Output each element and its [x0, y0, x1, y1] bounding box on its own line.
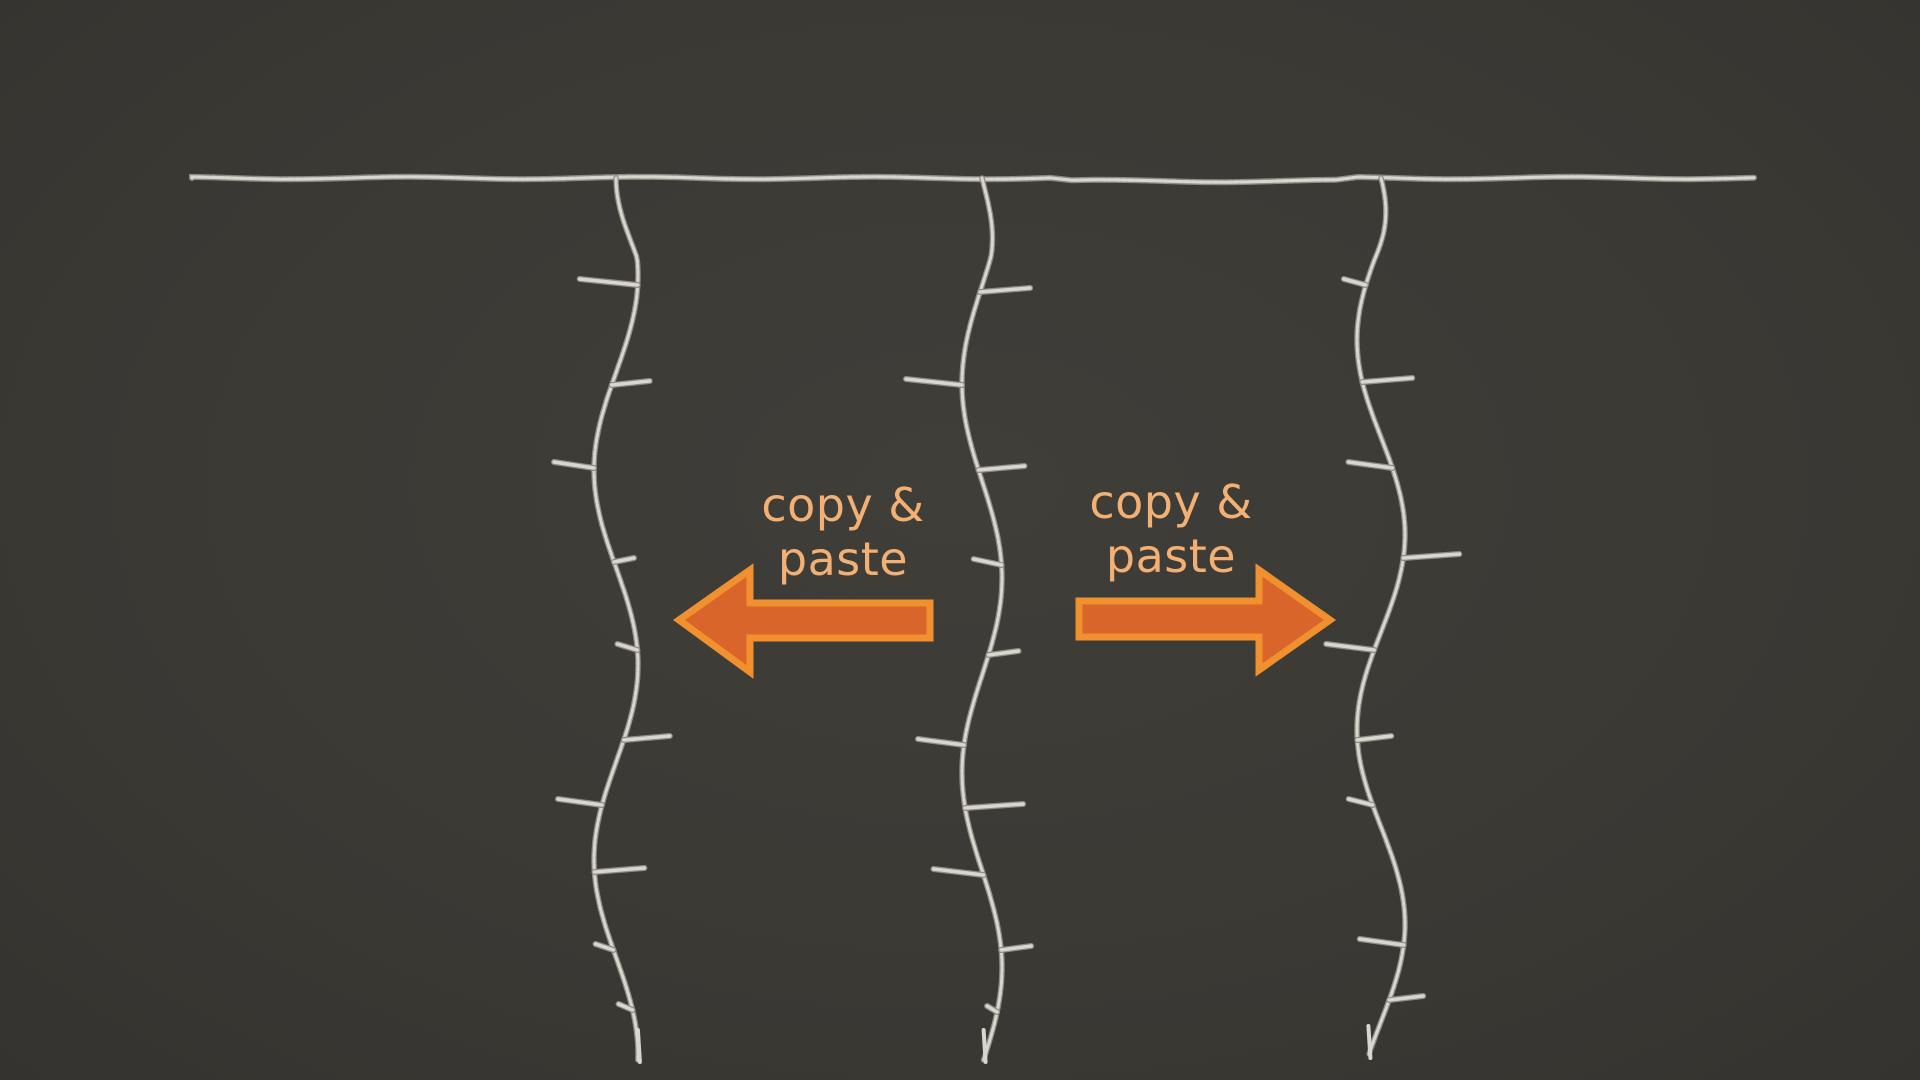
strand-middle-bulb — [930, 866, 987, 878]
strand-left-bulb — [614, 641, 641, 653]
strand-middle-bulb — [985, 648, 1022, 658]
strand-right-end-plug — [1366, 1024, 1373, 1060]
strand-left — [551, 175, 673, 1064]
strand-right-bulb — [1359, 375, 1416, 385]
strand-left-bulb — [608, 378, 653, 388]
wire-layer — [189, 173, 1757, 1064]
strand-left-wire — [592, 176, 640, 1062]
strand-middle-bulb — [984, 1003, 1001, 1015]
arrow-left-icon — [673, 563, 934, 679]
strand-left-bulb — [551, 459, 597, 471]
strand-right-bulb — [1345, 796, 1376, 808]
strand-middle — [903, 175, 1035, 1064]
strand-left-bulb — [576, 276, 641, 288]
strand-right-bulb — [1340, 276, 1369, 288]
strand-left-bulb — [591, 865, 648, 875]
arrow-layer — [673, 563, 1337, 679]
strand-right-bulb — [1354, 733, 1395, 743]
strand-right-bulb — [1356, 936, 1407, 948]
strand-left-bulb — [611, 555, 637, 565]
strand-middle-end-plug — [981, 1028, 988, 1064]
strand-left-bulb — [592, 941, 617, 953]
strand-left-bulb — [620, 733, 673, 743]
strand-right — [1323, 175, 1463, 1060]
strand-left-bulb — [555, 796, 605, 808]
copy-paste-label-left: copy & paste — [761, 478, 925, 586]
strand-middle-bulb — [975, 463, 1028, 473]
strand-left-bulb — [615, 1001, 636, 1013]
strand-right-wire — [1355, 176, 1407, 1056]
strand-middle-shadow — [959, 175, 1005, 1063]
strand-right-shadow — [1354, 175, 1408, 1057]
top-wire — [190, 175, 1756, 184]
strand-left-end-plug — [635, 1028, 642, 1064]
strand-middle-bulb — [970, 556, 1005, 568]
copy-paste-label-right: copy & paste — [1089, 475, 1253, 583]
strand-middle-wire — [960, 176, 1004, 1062]
strand-right-bulb — [1345, 459, 1396, 471]
strand-middle-bulb — [998, 943, 1035, 953]
strand-middle-bulb — [962, 801, 1027, 811]
strand-middle-bulb — [977, 285, 1034, 295]
strand-middle-bulb — [903, 376, 965, 388]
arrow-right-icon — [1075, 563, 1337, 677]
strand-middle-bulb — [915, 736, 967, 748]
strand-right-bulb — [1323, 641, 1378, 653]
strand-right-bulb — [1386, 993, 1427, 1003]
strand-right-bulb — [1400, 551, 1463, 561]
